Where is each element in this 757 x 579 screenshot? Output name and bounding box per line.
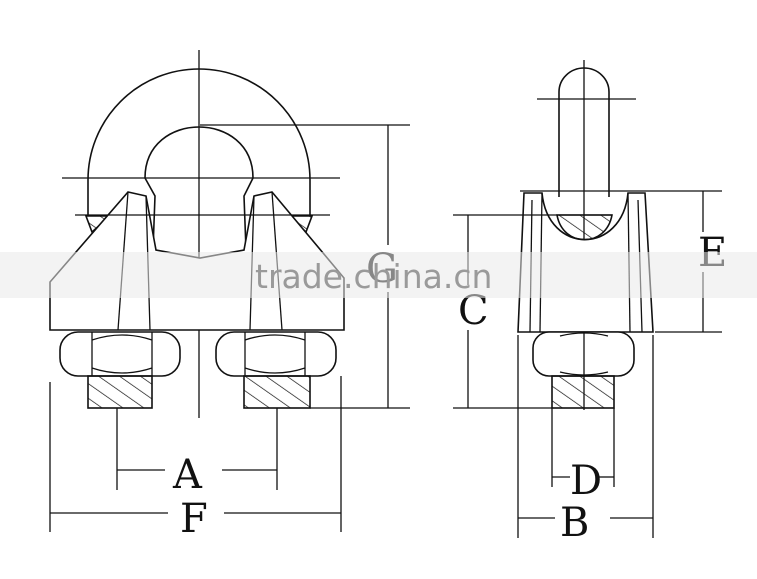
front-view	[49, 50, 345, 418]
front-bolt-end-left	[87, 375, 153, 409]
side-bolt-end	[551, 375, 615, 409]
label-b: B	[560, 500, 589, 546]
label-d: D	[570, 458, 602, 504]
side-bolt-shank	[558, 67, 610, 197]
side-rope-section	[556, 214, 613, 241]
side-nut	[532, 331, 635, 377]
label-a: A	[172, 452, 203, 498]
watermark: trade.china.cn	[0, 252, 757, 298]
front-nut-right	[215, 331, 337, 377]
label-f: F	[180, 496, 208, 542]
dimension-d: D	[551, 408, 615, 504]
front-bolt-end-right	[243, 375, 311, 409]
watermark-text: trade.china.cn	[255, 257, 492, 296]
front-nut-left	[59, 331, 181, 377]
u-bolt-outer-arc	[87, 68, 311, 216]
side-view	[517, 60, 654, 410]
dimension-f: F	[49, 376, 342, 542]
u-bolt-inner-arc	[144, 126, 254, 251]
dimension-a: A	[116, 408, 278, 498]
dimension-b: B	[517, 335, 654, 546]
